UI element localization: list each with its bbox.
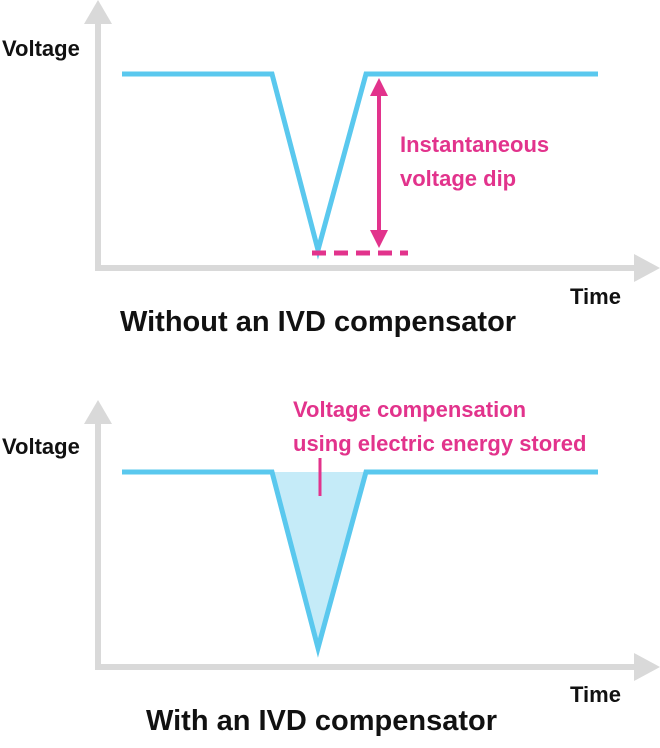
axes [84, 0, 660, 282]
x-axis-arrowhead [634, 653, 660, 681]
voltage-compensation-diagram [84, 400, 660, 681]
voltage-dip-diagram [84, 0, 660, 282]
axes [84, 400, 660, 681]
x-axis-label: Time [570, 682, 621, 707]
voltage-waveform [122, 71, 598, 260]
panel-caption: With an IVD compensator [146, 705, 498, 737]
dip-magnitude-arrow [370, 78, 388, 248]
compensation-area [272, 472, 366, 648]
y-axis-arrowhead [84, 0, 112, 24]
x-axis-label: Time [570, 284, 621, 309]
dip-annotation: Instantaneous voltage dip [400, 128, 549, 196]
panel-with-compensator: Voltage Time Voltage compensation using … [0, 374, 660, 748]
y-axis-label: Voltage [2, 36, 80, 61]
voltage-waveform [122, 469, 598, 658]
panel-caption: Without an IVD compensator [120, 306, 517, 338]
y-axis-label: Voltage [2, 434, 80, 459]
compensation-annotation: Voltage compensation using electric ener… [293, 393, 586, 461]
panel-without-compensator: Voltage Time Instantaneous voltage dip W… [2, 0, 660, 338]
compensation-annotation-line-2: using electric energy stored [293, 431, 587, 456]
y-axis-arrowhead [84, 400, 112, 424]
compensation-annotation-line-1: Voltage compensation [293, 397, 527, 422]
dip-annotation-line-2: voltage dip [400, 166, 517, 191]
x-axis-arrowhead [634, 254, 660, 282]
dip-annotation-line-1: Instantaneous [400, 132, 550, 157]
